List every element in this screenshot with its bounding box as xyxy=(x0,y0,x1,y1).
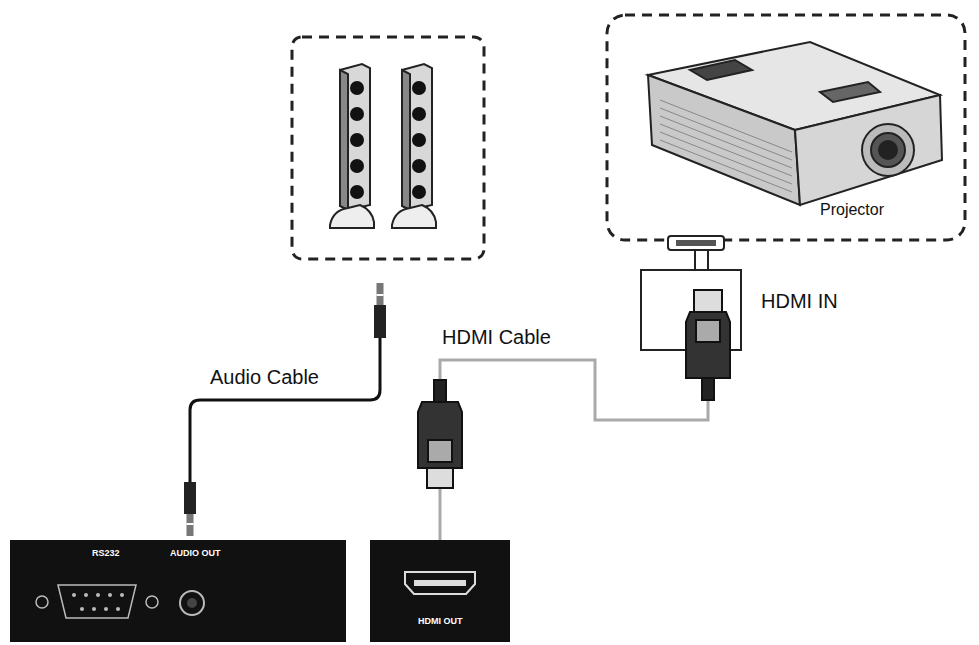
db9-pins xyxy=(72,593,124,611)
audio-cable xyxy=(190,338,380,482)
audio-plug xyxy=(184,283,386,536)
cable-label: HDMI Cable xyxy=(442,326,551,349)
device-box: HDMI IN xyxy=(641,270,741,350)
leader-line xyxy=(694,250,696,270)
hdmi-port xyxy=(668,236,724,250)
port-label: RS232 xyxy=(92,548,120,558)
device-label: Projector xyxy=(820,201,884,219)
hdmi-plug xyxy=(418,380,462,488)
projector-body xyxy=(648,42,942,205)
speaker-drivers xyxy=(350,81,426,199)
cable-label: Audio Cable xyxy=(210,366,319,389)
speaker xyxy=(392,64,436,228)
projector-group-outline xyxy=(607,15,965,240)
db9-connector xyxy=(36,585,158,618)
port-panel xyxy=(370,540,510,642)
device-box: Projector xyxy=(607,15,965,240)
port-panel xyxy=(10,540,346,642)
port-label: HDMI OUT xyxy=(418,616,463,626)
port-panel: RS232 AUDIO OUT xyxy=(10,540,346,642)
speaker xyxy=(330,64,374,228)
hdmi-port-slot xyxy=(676,240,716,246)
port-label: AUDIO OUT xyxy=(170,548,221,558)
device-label: HDMI IN xyxy=(761,290,838,313)
hdmi-cable xyxy=(440,350,708,540)
audio-jack xyxy=(180,591,204,615)
leader-line xyxy=(707,250,709,270)
hdmi-plug xyxy=(686,290,730,400)
speaker-group-outline xyxy=(292,37,484,259)
hdmi-out-port xyxy=(405,572,475,594)
port-panel: HDMI OUT xyxy=(370,540,510,642)
